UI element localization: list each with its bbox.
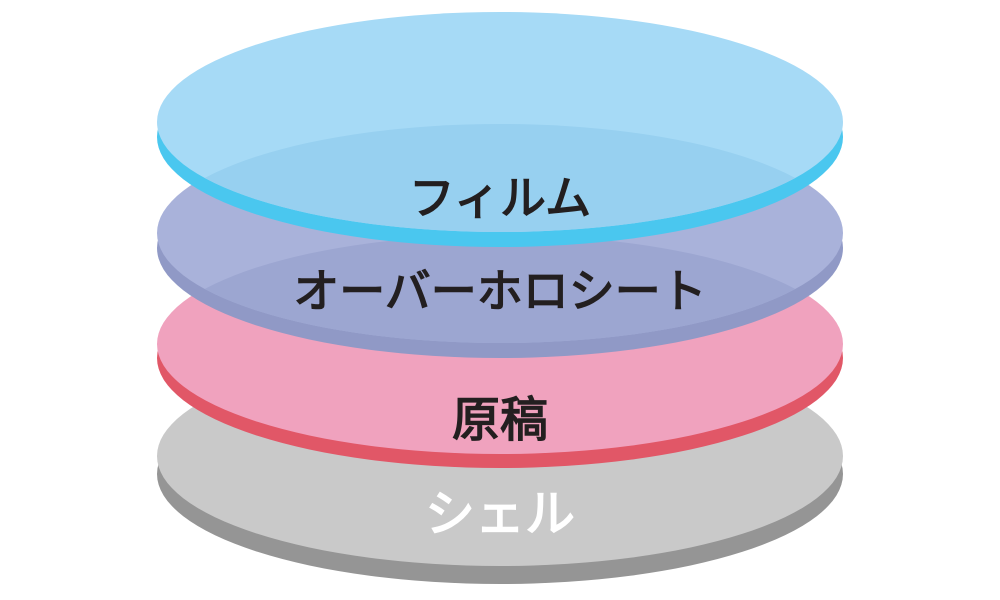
layer-disc-film	[157, 12, 843, 247]
over-holo-sheet-disc-inner-shade	[157, 235, 843, 343]
film-disc-inner-shade	[157, 124, 843, 232]
shell-label: シェル	[425, 486, 575, 542]
over-holo-sheet-label: オーバーホロシート	[293, 265, 707, 317]
film-label: フィルム	[409, 172, 591, 224]
original-artwork-label: 原稿	[452, 394, 548, 447]
